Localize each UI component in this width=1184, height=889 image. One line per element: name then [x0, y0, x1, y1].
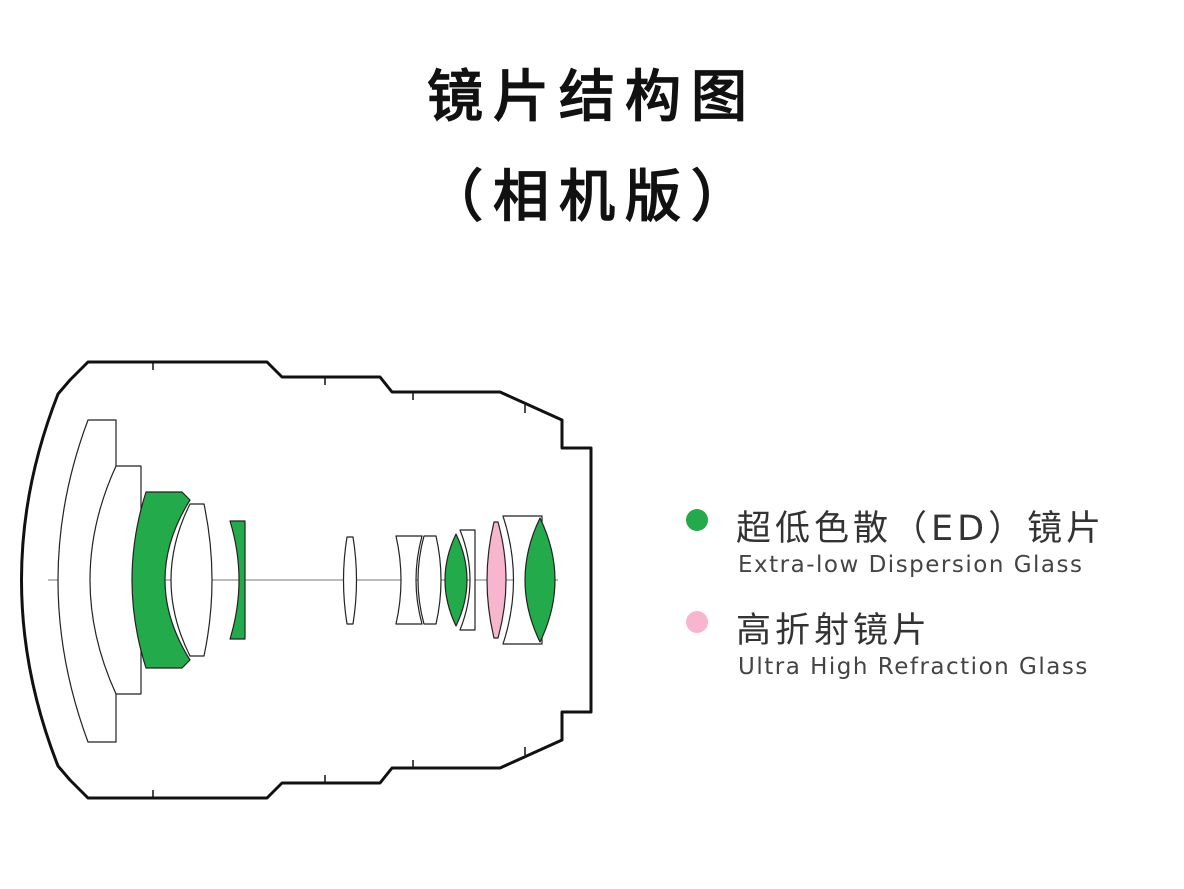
diagram-subtitle: （相机版）	[427, 165, 757, 230]
lens-element-3	[170, 503, 213, 657]
legend-label-en: Extra-low Dispersion Glass	[738, 552, 1084, 578]
barrel-ticks	[152, 362, 526, 798]
ed-lens-element-3	[444, 533, 468, 627]
diagram-title: 镜片结构图	[427, 65, 757, 130]
lens-element-6	[417, 535, 442, 625]
ed-lens-element-4	[524, 517, 556, 643]
legend-label-en: Ultra High Refraction Glass	[738, 654, 1089, 680]
lens-barrel	[20, 360, 593, 800]
lens-element-4	[342, 536, 358, 625]
ed-lens-element-2	[229, 520, 246, 640]
lens-element-7	[459, 529, 476, 631]
ed-lens-element-1	[131, 491, 191, 669]
ed-color-dot-icon	[686, 509, 708, 531]
lens-element-5	[395, 535, 423, 625]
uhr-color-dot-icon	[686, 611, 708, 633]
uhr-lens-element	[486, 521, 507, 639]
lens-element-2	[89, 465, 142, 695]
lens-element-1	[57, 419, 117, 743]
legend-label-zh: 高折射镜片	[736, 611, 932, 651]
legend-label-zh: 超低色散（ED）镜片	[736, 509, 1106, 549]
lens-construction-diagram	[20, 360, 593, 800]
